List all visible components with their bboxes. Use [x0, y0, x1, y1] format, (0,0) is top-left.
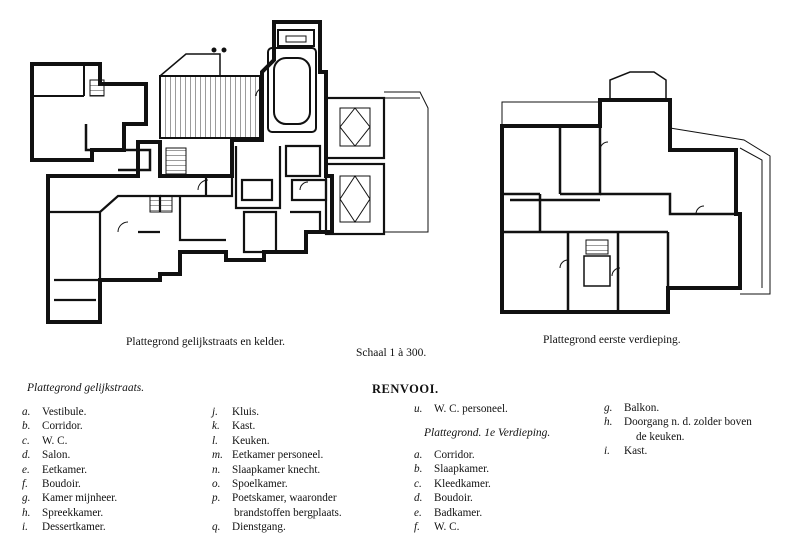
legend-column-1: a.Vestibule. b.Corridor. c.W. C. d.Salon…: [22, 405, 117, 535]
first-door-swings: [559, 141, 705, 277]
first-floor-plan-caption: Plattegrond eerste verdieping.: [543, 334, 681, 346]
legend-item: n.Slaapkamer knecht.: [212, 463, 321, 476]
ground-interior-walls: [48, 144, 328, 302]
legend-column-3-top: u.W. C. personeel.: [414, 402, 508, 416]
legend-item: e.Eetkamer.: [22, 463, 88, 476]
ground-door-swings: [117, 87, 309, 233]
legend-column-2: j.Kluis. k.Kast. l.Keuken. m.Eetkamer pe…: [212, 405, 397, 535]
legend-item: b.Slaapkamer.: [414, 463, 489, 476]
legend-item: f.Boudoir.: [22, 478, 81, 491]
legend-item: e.Badkamer.: [414, 506, 483, 519]
legend-item: o.Spoelkamer.: [212, 478, 288, 491]
legend-item: d.Salon.: [22, 449, 71, 462]
main-staircase: [159, 75, 261, 139]
ground-floor-plan: [30, 20, 429, 324]
first-main-walls: [500, 98, 742, 314]
legend-item: q.Dienstgang.: [212, 521, 286, 534]
legend-column-3: a.Corridor. b.Slaapkamer. c.Kleedkamer. …: [414, 448, 491, 534]
legend-item: a.Corridor.: [414, 449, 475, 461]
ground-main-walls: [46, 20, 334, 324]
legend-item: b.Corridor.: [22, 420, 83, 433]
legend-item: i.Dessertkamer.: [22, 521, 106, 534]
legend-item: a.Vestibule.: [22, 406, 87, 418]
legend-item: j.Kluis.: [212, 406, 260, 418]
salon-octagon: [267, 29, 317, 133]
first-interior-walls: [502, 126, 736, 312]
legend-title: RENVOOI.: [372, 382, 439, 396]
legend-item: d.Boudoir.: [414, 492, 473, 505]
first-bay-window: [609, 71, 667, 100]
legend-item: c.W. C.: [22, 434, 68, 447]
legend-item: i.Kast.: [604, 445, 648, 458]
legend-item: h.Spreekkamer.: [22, 506, 104, 519]
ground-right-extension: [324, 91, 429, 236]
legend-item: g.Balkon.: [604, 402, 660, 414]
ground-plan-caption: Plattegrond gelijkstraats en kelder.: [126, 336, 286, 348]
legend-item: k.Kast.: [212, 420, 256, 433]
scale-caption: Schaal 1 à 300.: [356, 347, 427, 359]
ground-legend-heading: Plattegrond gelijkstraats.: [27, 382, 145, 394]
legend-item: c.Kleedkamer.: [414, 477, 491, 490]
legend-item: g.Kamer mijnheer.: [22, 492, 118, 505]
legend-item: l.Keuken.: [212, 434, 270, 447]
legend-item: u.W. C. personeel.: [414, 403, 508, 415]
first-legend-heading: Plattegrond. 1e Verdieping.: [424, 427, 551, 439]
legend-item: m.Eetkamer personeel.: [212, 449, 324, 462]
legend-item: f.W. C.: [414, 521, 460, 534]
first-floor-plan: [500, 71, 771, 314]
